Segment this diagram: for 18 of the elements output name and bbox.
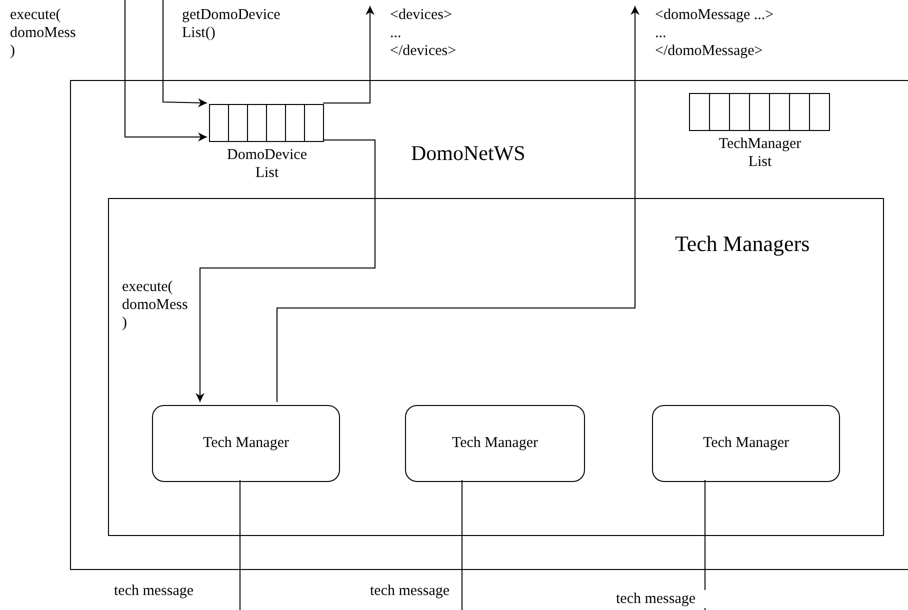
process-box: Tech Manager — [652, 405, 840, 482]
process-box: Tech Manager — [152, 405, 340, 482]
arrow — [124, 0, 208, 142]
list-label: TechManager List — [718, 135, 802, 171]
box-title: DomoNetWS — [411, 141, 526, 166]
arrow — [162, 0, 208, 108]
edge-label: <domoMessage ...> ... </domoMessage> — [655, 6, 775, 60]
list-label: DomoDevice List — [226, 146, 308, 182]
edge-label: execute( domoMess ) — [10, 6, 76, 60]
group-box — [108, 198, 884, 536]
arrow — [276, 6, 640, 402]
group-title: Tech Managers — [675, 231, 810, 257]
arrow — [196, 140, 376, 402]
arrow — [322, 6, 374, 104]
edge-label: tech message — [616, 590, 706, 608]
system-box — [70, 80, 908, 570]
process-box: Tech Manager — [405, 405, 585, 482]
edge-label: execute( domoMess ) — [122, 278, 188, 332]
